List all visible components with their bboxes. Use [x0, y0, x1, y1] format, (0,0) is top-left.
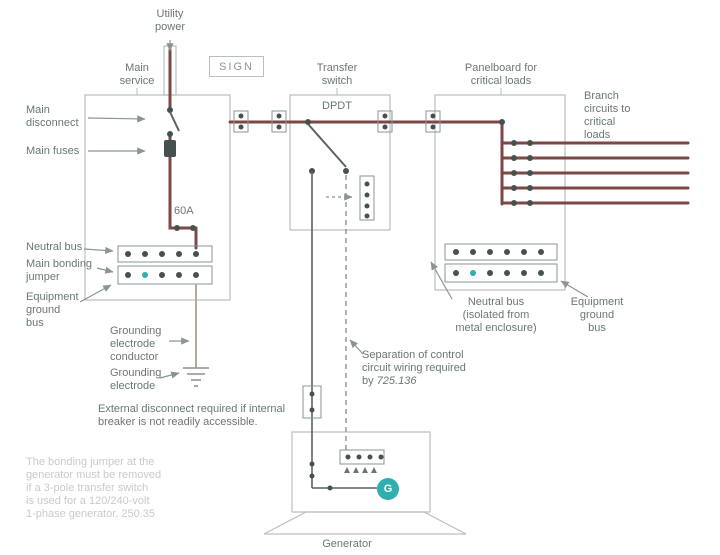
main-fuse-symbol — [164, 140, 176, 157]
generator-badge: G — [377, 478, 399, 500]
main-disconnect-symbol — [167, 107, 180, 137]
grounding-conductor-label: Grounding electrode conductor — [110, 325, 162, 363]
dpdt-label: DPDT — [322, 100, 352, 112]
main-disconnect-arrow — [87, 115, 146, 123]
grounding-electrode-label: Grounding electrode — [110, 367, 162, 392]
wall-terminal-blocks — [233, 110, 441, 133]
bonding-jumper-arrow — [96, 266, 114, 274]
panel-feed-wire — [433, 120, 504, 206]
separation-note-arrow — [349, 339, 364, 355]
panelboard-box — [434, 94, 566, 291]
grounding-electrode-arrow — [159, 371, 180, 379]
panelboard-label: Panelboard for critical loads — [464, 62, 538, 87]
separation-note-text: Separation of control circuit wiring req… — [362, 349, 466, 387]
ground-symbol — [183, 367, 209, 387]
service-breaker-60a — [174, 225, 196, 231]
generator-internals — [309, 449, 385, 491]
equipment-ground-left-arrow — [79, 284, 112, 303]
generator-bonding-note: The bonding jumper at the generator must… — [26, 456, 162, 520]
generator-label: Generator — [322, 538, 372, 550]
wall-terminal-dots — [238, 113, 436, 130]
callout-arrows — [79, 40, 589, 379]
power-wires — [168, 48, 690, 250]
terminal-wedge-marks — [344, 467, 377, 473]
bonding-jumper-terminal — [142, 272, 148, 278]
equipment-ground-left-label: Equipment ground bus — [26, 291, 79, 329]
control-terminal-strip — [359, 175, 375, 221]
main-disconnect-label: Main disconnect — [26, 104, 79, 129]
fuse-to-breaker-wire — [168, 155, 198, 230]
equipment-ground-right-arrow — [560, 280, 589, 298]
isolated-neutral-terminal — [470, 270, 476, 276]
separation-code-ref: 725.136 — [376, 375, 417, 387]
sign-placard: SIGN — [209, 56, 264, 77]
isolated-neutral-bus-label: Neutral bus (isolated from metal enclosu… — [455, 296, 537, 334]
generator-base — [263, 511, 467, 535]
equipment-ground-right-label: Equipment ground bus — [570, 296, 624, 334]
main-bonding-jumper-label: Main bonding jumper — [26, 258, 93, 283]
generator-terminal-strip — [339, 449, 385, 465]
panelboard-buses — [444, 243, 558, 283]
transfer-switch-internals — [305, 119, 375, 488]
branch-breaker-dots — [499, 119, 533, 206]
separation-note: Separation of control circuit wiring req… — [362, 349, 502, 388]
external-disconnect-block — [302, 385, 322, 419]
main-service-box — [84, 94, 231, 301]
breaker-rating-label: 60A — [174, 205, 194, 217]
main-fuses-label: Main fuses — [26, 145, 80, 157]
main-service-buses — [117, 245, 213, 285]
branch-circuits-label: Branch circuits to critical loads — [584, 90, 631, 141]
enclosure-boxes — [84, 45, 566, 535]
neutral-bus-left-label: Neutral bus — [26, 241, 83, 253]
label-connector-ticks — [136, 88, 502, 95]
neutral-bus-arrow — [83, 246, 114, 255]
transfer-switch-box — [289, 94, 391, 231]
utility-power-label: Utility power — [155, 8, 185, 33]
transfer-switch-label: Transfer switch — [316, 62, 358, 87]
main-service-label: Main service — [119, 62, 155, 87]
external-disconnect-note: External disconnect required if internal… — [98, 403, 286, 428]
isolated-neutral-arrow — [430, 261, 453, 300]
